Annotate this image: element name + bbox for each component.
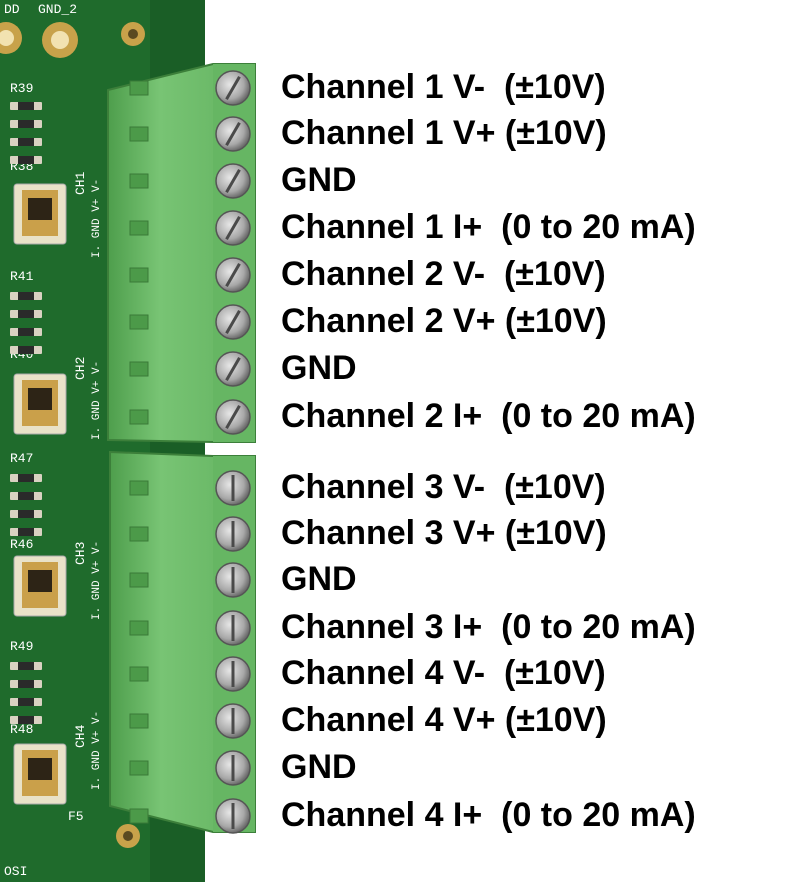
- silk-r48: R48: [10, 722, 33, 737]
- pin-slot: [129, 314, 149, 330]
- pin-slot: [129, 760, 149, 776]
- terminal-label: GND: [281, 349, 357, 387]
- silk-pins-4: I. GND V+ V-: [91, 711, 103, 790]
- pin-slot: [129, 220, 149, 236]
- silk-ch3: CH3: [73, 542, 88, 565]
- silk-ch4: CH4: [73, 724, 88, 748]
- pin-slot: [129, 808, 149, 824]
- silk-pins-1: I. GND V+ V-: [91, 179, 103, 258]
- pin-slot: [129, 572, 149, 588]
- pin-slot: [129, 126, 149, 142]
- screw-slot: [225, 215, 241, 241]
- silk-f5: F5: [68, 809, 84, 824]
- silk-gnd2: GND_2: [38, 2, 77, 17]
- terminal-label: Channel 3 I+ (0 to 20 mA): [281, 608, 696, 646]
- screw-slot: [225, 262, 241, 288]
- terminal-label: Channel 3 V+ (±10V): [281, 514, 607, 552]
- silk-ch1: CH1: [73, 171, 88, 195]
- terminal-pin-slots: [129, 80, 149, 824]
- terminal-label: Channel 3 V- (±10V): [281, 468, 606, 506]
- screw-slot: [225, 356, 241, 382]
- terminal-label: Channel 2 I+ (0 to 20 mA): [281, 397, 696, 435]
- silk-ch2: CH2: [73, 357, 88, 380]
- terminal-label: GND: [281, 560, 357, 598]
- terminal-label: Channel 4 V- (±10V): [281, 654, 606, 692]
- pin-slot: [129, 526, 149, 542]
- terminal-label: Channel 1 V+ (±10V): [281, 114, 607, 152]
- pin-slot: [129, 173, 149, 189]
- terminal-label: Channel 1 I+ (0 to 20 mA): [281, 208, 696, 246]
- terminal-label: GND: [281, 161, 357, 199]
- terminal-label: Channel 4 V+ (±10V): [281, 701, 607, 739]
- screw-slot: [225, 309, 241, 335]
- terminal-label: GND: [281, 748, 357, 786]
- silk-r39: R39: [10, 81, 33, 96]
- pin-slot: [129, 361, 149, 377]
- terminal-label: Channel 2 V+ (±10V): [281, 302, 607, 340]
- pin-slot: [129, 409, 149, 425]
- pin-slot: [129, 80, 149, 96]
- pin-slot: [129, 666, 149, 682]
- silkscreen-labels: DD GND_2 R39 R38 R41 R40 R47 R46 R49 R48…: [4, 2, 103, 879]
- terminal-label: Channel 1 V- (±10V): [281, 68, 606, 106]
- terminal-label: Channel 4 I+ (0 to 20 mA): [281, 796, 696, 834]
- silk-pins-3: I. GND V+ V-: [91, 541, 103, 620]
- pin-slot: [129, 713, 149, 729]
- screw-slot: [225, 121, 241, 147]
- screw-slot: [225, 404, 241, 430]
- smd-components: [10, 102, 67, 805]
- pin-slot: [129, 267, 149, 283]
- silk-r41: R41: [10, 269, 34, 284]
- mounting-holes-top: [0, 22, 145, 848]
- terminal-label: Channel 2 V- (±10V): [281, 255, 606, 293]
- pin-slot: [129, 620, 149, 636]
- silk-dd: DD: [4, 2, 20, 17]
- pin-slot: [129, 480, 149, 496]
- silk-r49: R49: [10, 639, 33, 654]
- screw-slot: [225, 75, 241, 101]
- terminal-screws: [215, 70, 251, 834]
- terminal-label-list: Channel 1 V- (±10V) Channel 1 V+ (±10V) GN…: [281, 0, 786, 882]
- silk-osi: OSI: [4, 864, 27, 879]
- silk-pins-2: I. GND V+ V-: [91, 361, 103, 440]
- silk-r47: R47: [10, 451, 33, 466]
- silk-r46: R46: [10, 537, 33, 552]
- screw-slot: [225, 168, 241, 194]
